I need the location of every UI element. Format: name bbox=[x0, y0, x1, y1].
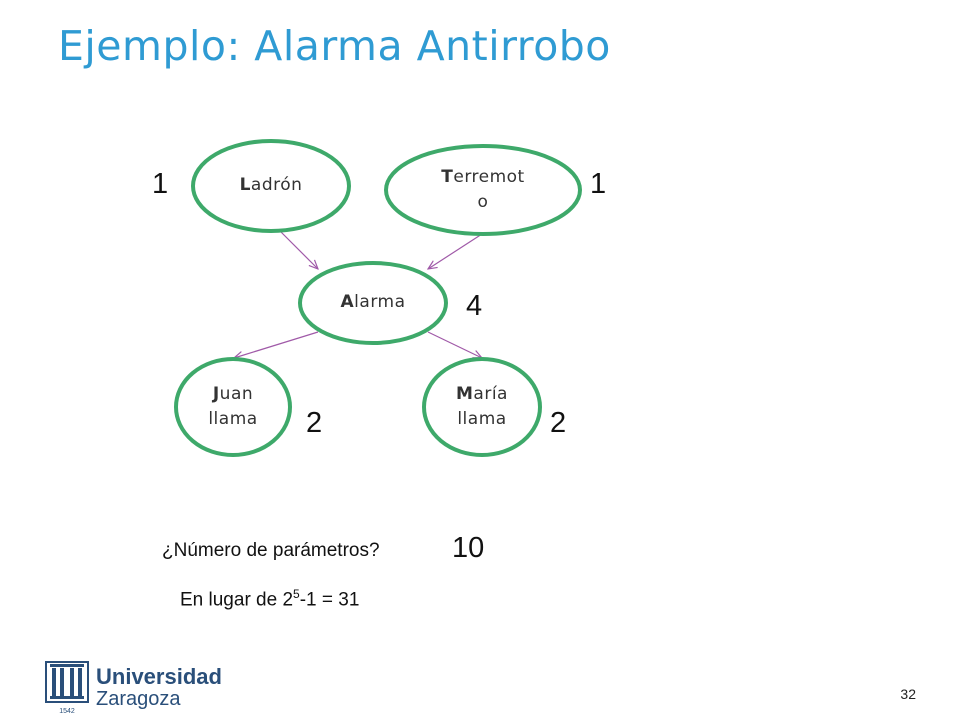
node-maria-text: aría bbox=[473, 384, 508, 404]
university-logo: 1542 Universidad Zaragoza bbox=[44, 660, 244, 716]
node-ladron-text: adrón bbox=[250, 175, 303, 195]
node-juan-text-line2: llama bbox=[208, 409, 258, 429]
count-maria: 2 bbox=[550, 407, 567, 439]
count-terremoto: 1 bbox=[590, 168, 607, 200]
logo-year: 1542 bbox=[59, 708, 75, 715]
node-maria bbox=[422, 357, 542, 457]
node-juan bbox=[174, 357, 292, 457]
slide-title: Ejemplo: Alarma Antirrobo bbox=[58, 22, 611, 70]
university-emblem-icon: 1542 bbox=[45, 661, 89, 715]
node-ladron bbox=[191, 139, 351, 233]
comparison-note: En lugar de 25-1 = 31 bbox=[180, 587, 359, 611]
node-maria-initial: M bbox=[456, 384, 474, 404]
note-suffix: -1 = 31 bbox=[299, 589, 360, 611]
logo-text-zaragoza: Zaragoza bbox=[96, 688, 181, 710]
node-juan-text: uan bbox=[219, 384, 254, 404]
parameters-answer: 10 bbox=[452, 532, 485, 564]
node-terremoto-text: erremot bbox=[453, 167, 525, 187]
node-alarma-label: Alarma bbox=[310, 290, 436, 315]
note-prefix: En lugar de 2 bbox=[180, 589, 294, 611]
node-alarma-text: larma bbox=[354, 292, 406, 312]
node-juan-label: Juan llama bbox=[183, 382, 283, 432]
node-juan-initial: J bbox=[212, 384, 220, 404]
count-ladron: 1 bbox=[152, 168, 169, 200]
node-ladron-initial: L bbox=[239, 175, 251, 195]
edge-alarma-maria bbox=[427, 331, 482, 358]
node-terremoto bbox=[384, 144, 582, 236]
node-terremoto-label: Terremot o bbox=[405, 165, 561, 215]
node-alarma bbox=[298, 261, 448, 345]
page-number: 32 bbox=[900, 686, 916, 702]
edge-ladron-alarma bbox=[274, 225, 318, 269]
logo-text-universidad: Universidad bbox=[96, 664, 222, 689]
count-juan: 2 bbox=[306, 407, 323, 439]
node-ladron-label: Ladrón bbox=[203, 173, 339, 198]
edge-alarma-juan bbox=[234, 331, 319, 358]
node-maria-text-line2: llama bbox=[457, 409, 507, 429]
parameters-question: ¿Número de parámetros? bbox=[162, 540, 380, 561]
count-alarma: 4 bbox=[466, 290, 483, 322]
note-exponent: 5 bbox=[293, 587, 300, 601]
node-terremoto-text-line2: o bbox=[477, 192, 489, 212]
node-maria-label: María llama bbox=[432, 382, 532, 432]
edge-terremoto-alarma bbox=[428, 233, 483, 269]
node-alarma-initial: A bbox=[340, 292, 355, 312]
node-terremoto-initial: T bbox=[441, 167, 454, 187]
